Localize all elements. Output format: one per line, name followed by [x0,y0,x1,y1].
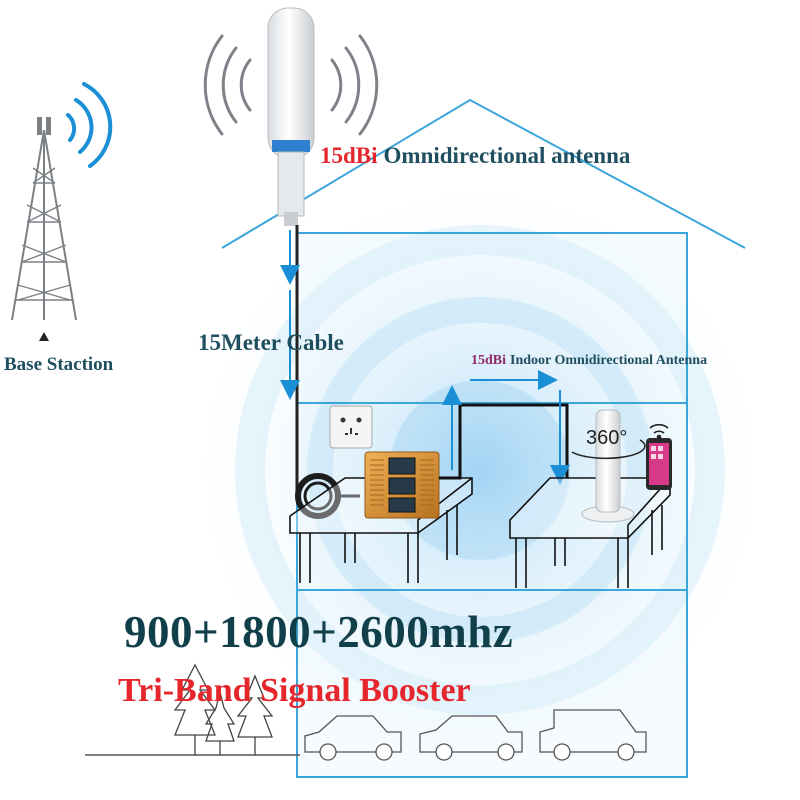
outdoor-antenna-icon [267,7,315,226]
house-outline [221,98,746,778]
indoor-antenna-icon [581,409,635,523]
rotation-label: 360° [586,427,628,449]
tree-icon-2 [236,674,274,755]
indoor-antenna-name: Indoor Omnidirectional Antenna [510,353,708,368]
car-icon-2 [419,715,523,761]
signal-booster-icon [364,451,440,519]
base-station-label: Base Staction [4,354,114,375]
rotation-arrow-icon [571,439,646,460]
coax-cable [280,225,300,500]
smartphone-icon [646,438,672,490]
tree-icon [173,663,217,755]
cable-coil-icon [295,473,360,519]
tower-signal-waves-icon [66,82,113,168]
cable-label: 15Meter Cable [198,330,344,355]
outdoor-antenna-name: Omnidirectional antenna [383,143,631,168]
base-station-marker-icon [39,332,49,341]
outdoor-antenna-gain: 15dBi [320,143,378,168]
indoor-cable [439,370,570,485]
antenna-signal-waves-icon [203,34,379,136]
product-title: Tri-Band Signal Booster [118,672,471,709]
indoor-antenna-gain: 15dBi [471,353,507,368]
base-station-tower-icon [11,117,77,321]
car-icon [304,715,402,761]
frequency-bands: 900+1800+2600mhz [124,607,514,657]
tree-icon-3 [204,691,236,755]
wall-socket-icon [329,405,373,449]
wifi-icon [649,423,669,440]
car-icon-3 [539,709,647,761]
